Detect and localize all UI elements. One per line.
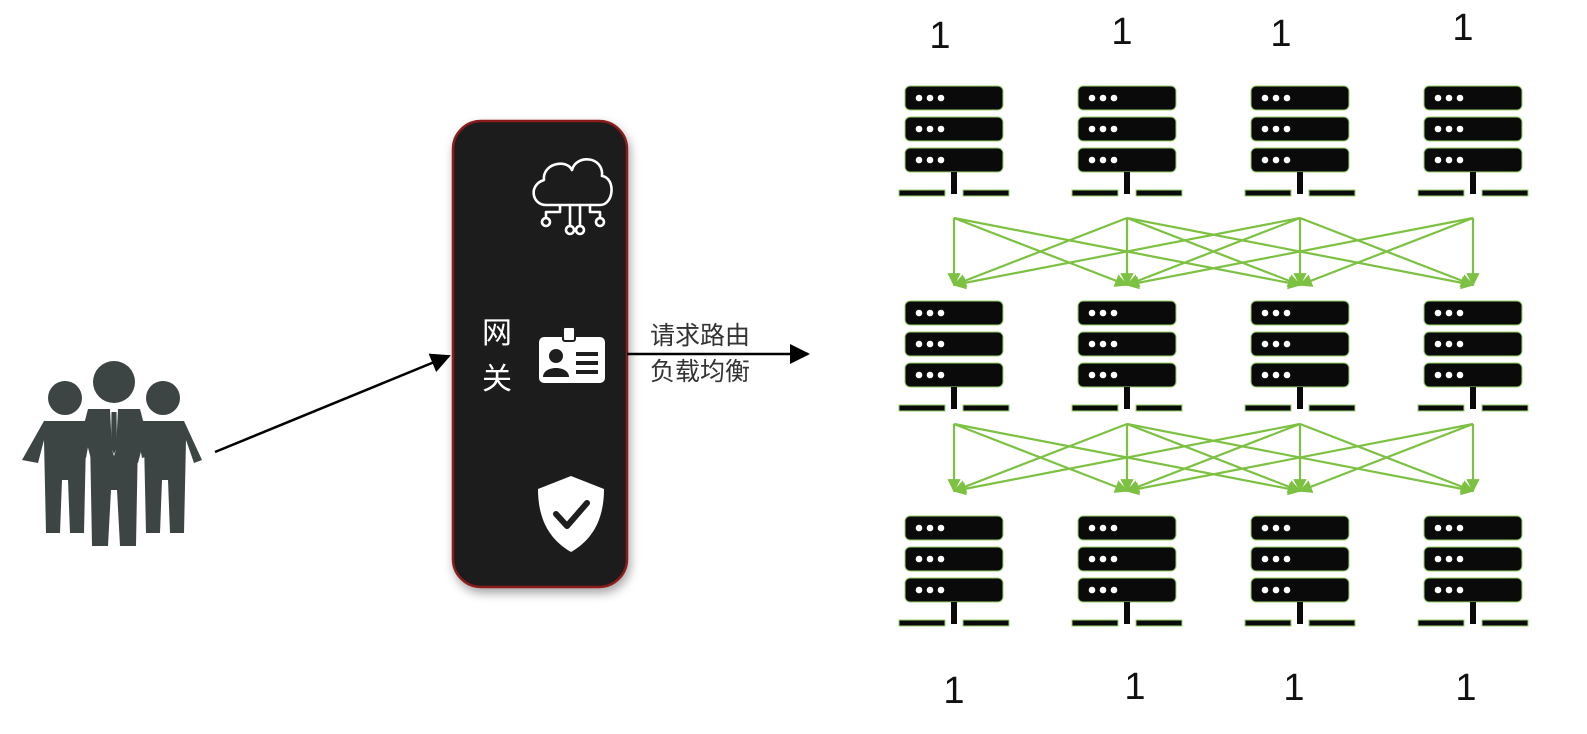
- server-rack-icon: [898, 85, 1010, 197]
- server-rack-icon: [1417, 300, 1529, 412]
- top-label: 1: [1452, 7, 1473, 49]
- server-rack-icon: [898, 515, 1010, 627]
- connection-line: [952, 216, 1301, 290]
- connection-line: [1125, 216, 1474, 290]
- connection-line: [1125, 216, 1301, 287]
- gateway-title-line1: 网: [482, 316, 512, 351]
- connection-line: [1298, 422, 1474, 493]
- bottom-label: 1: [1283, 667, 1304, 709]
- id-card-icon: [539, 326, 605, 383]
- connection-line: [1125, 422, 1474, 496]
- bottom-label: 1: [1455, 667, 1476, 709]
- server-rack-icon: [1071, 300, 1183, 412]
- top-label: 1: [1111, 11, 1132, 53]
- bottom-label: 1: [943, 670, 964, 712]
- shield-check-icon: [538, 476, 604, 552]
- gateway-box: 网 关: [451, 119, 629, 589]
- server-rack-icon: [1071, 515, 1183, 627]
- server-grid: [898, 85, 1529, 627]
- server-rack-icon: [1417, 85, 1529, 197]
- top-labels: 1 1 1 1: [929, 7, 1473, 57]
- top-label: 1: [929, 15, 950, 57]
- server-rack-icon: [1417, 515, 1529, 627]
- server-connections: [947, 216, 1480, 496]
- arrow-label-line1: 请求路由: [650, 321, 750, 350]
- server-rack-icon: [1071, 85, 1183, 197]
- bottom-label: 1: [1124, 666, 1145, 708]
- cloud-network-icon: [532, 158, 613, 236]
- server-rack-icon: [1244, 85, 1356, 197]
- gateway-title-line2: 关: [482, 362, 512, 397]
- connection-line: [1125, 422, 1301, 493]
- connection-line: [1298, 216, 1474, 287]
- connection-line: [952, 422, 1128, 493]
- top-label: 1: [1270, 13, 1291, 55]
- connection-line: [952, 422, 1301, 496]
- server-rack-icon: [1244, 300, 1356, 412]
- connection-line: [952, 216, 1128, 287]
- bottom-labels: 1 1 1 1: [943, 666, 1476, 712]
- users-group-icon: [22, 361, 202, 546]
- arrow-label-line2: 负载均衡: [650, 357, 750, 386]
- user-to-gateway-arrow: [214, 353, 451, 454]
- server-rack-icon: [1244, 515, 1356, 627]
- server-rack-icon: [898, 300, 1010, 412]
